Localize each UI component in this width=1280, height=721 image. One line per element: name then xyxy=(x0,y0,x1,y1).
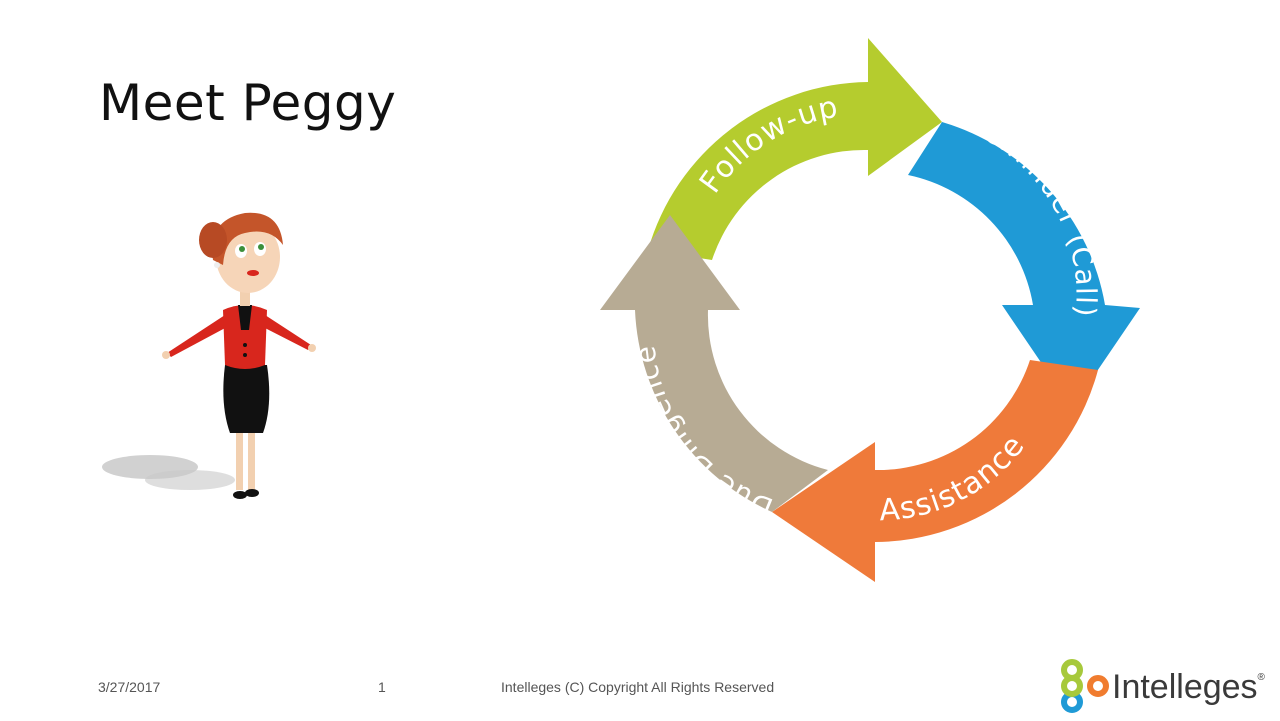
footer-date: 3/27/2017 xyxy=(98,679,161,695)
slide-title: Meet Peggy xyxy=(99,74,397,132)
cycle-step-reminder-call xyxy=(908,122,1140,408)
intelleges-logo: Intelleges® xyxy=(1058,658,1273,716)
cycle-step-follow-up xyxy=(648,38,942,260)
cycle-step-due-diligence xyxy=(600,215,828,512)
logo-registered-mark: ® xyxy=(1257,672,1265,683)
footer-page-number: 1 xyxy=(378,679,386,695)
peggy-character-illustration xyxy=(102,212,316,499)
footer-copyright: Intelleges (C) Copyright All Rights Rese… xyxy=(501,679,775,695)
cycle-step-assistance xyxy=(772,360,1098,582)
logo-rings-icon xyxy=(1061,659,1109,713)
logo-wordmark: Intelleges xyxy=(1112,668,1258,706)
process-cycle-diagram: Follow-up Reminder (Call) Assistance Due… xyxy=(600,38,1140,582)
